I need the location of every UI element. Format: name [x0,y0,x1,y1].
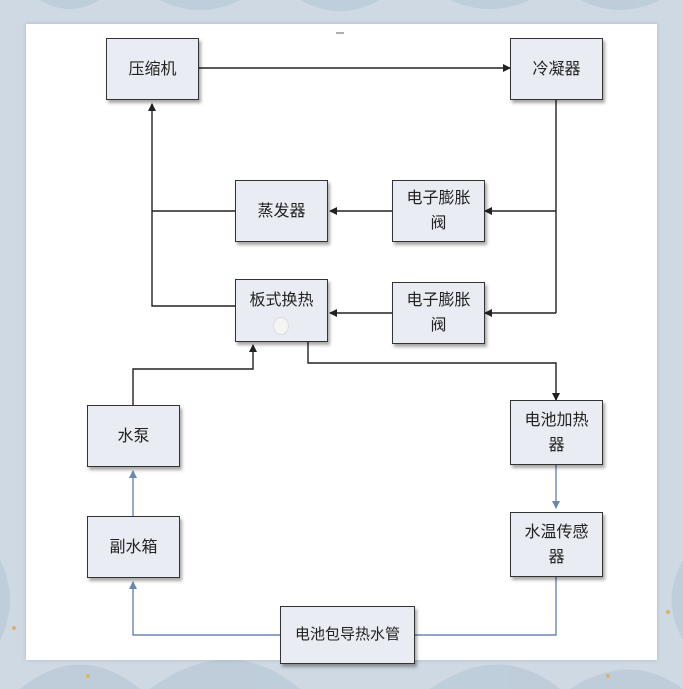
node-exv-top-label: 电子膨胀 阀 [406,188,471,232]
node-exv-bottom-label: 电子膨胀 阀 [406,290,471,334]
node-exv-bottom: 电子膨胀 阀 [392,282,485,344]
node-water-temp-sensor: 水温传感 器 [510,512,603,577]
node-battery-heater: 电池加热 器 [510,400,603,465]
node-condenser: 冷凝器 [510,38,603,100]
node-condenser-label: 冷凝器 [532,58,581,78]
node-battery-heater-label: 电池加热 器 [524,409,589,454]
node-compressor: 压缩机 [106,38,199,100]
node-battery-pack-coil-label: 电池包导热水管 [294,625,400,644]
edge-pump-platehx [132,344,257,405]
node-aux-water-tank: 副水箱 [87,516,180,578]
node-compressor-label: 压缩机 [128,58,177,78]
watermark-mark [273,317,289,335]
edge-platehx-heater [307,341,560,401]
edge-platehx-return [148,103,235,307]
node-plate-hx-label: 板式换热 [249,290,314,309]
node-battery-pack-coil: 电池包导热水管 [280,606,415,664]
node-water-pump-label: 水泵 [117,425,150,445]
node-water-temp-sensor-label: 水温传感 器 [524,521,589,566]
node-evaporator: 蒸发器 [235,180,328,242]
edge-sensor-coil [415,577,557,636]
node-evaporator-label: 蒸发器 [257,200,306,220]
node-aux-tank-label: 副水箱 [109,536,158,556]
node-water-pump: 水泵 [87,405,180,467]
node-exv-top: 电子膨胀 阀 [392,180,485,242]
edge-coil-tank [129,581,280,636]
node-plate-heat-exchanger: 板式换热 [235,279,328,342]
